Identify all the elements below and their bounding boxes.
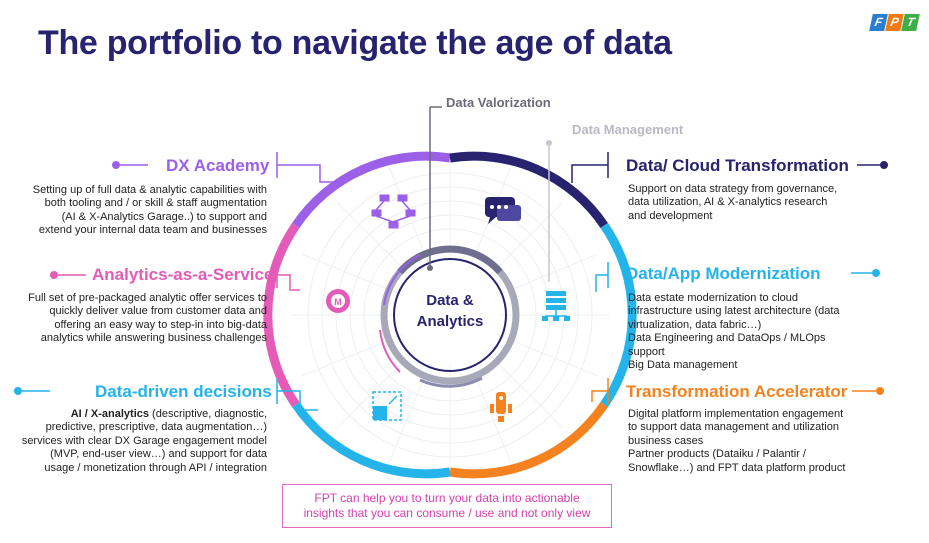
data-cloud-title: Data/ Cloud Transformation <box>626 156 849 175</box>
desc-line: offering an easy way to step-in into big… <box>54 318 267 331</box>
desc-line: (MVP, end-user view…) and support for da… <box>50 448 267 461</box>
desc-line: data utilization, AI & X-analytics resea… <box>628 196 828 209</box>
desc-line: virtualization, data fabric…) <box>628 318 762 331</box>
desc-line: Full set of pre-packaged analytic offer … <box>28 292 267 304</box>
ring-segment-dx-academy <box>292 151 451 229</box>
desc-line: Big Data management <box>628 359 738 372</box>
dx-academy-desc: Setting up of full data & analytic capab… <box>0 184 267 238</box>
ring-segment-data-cloud <box>449 151 608 229</box>
desc-line: to support data management and utilizati… <box>628 421 839 434</box>
data-driven-desc: AI / X-analytics (descriptive, diagnosti… <box>0 408 267 475</box>
data-valorization-label: Data Valorization <box>446 95 551 110</box>
desc-bold: AI / X-analytics <box>70 408 149 420</box>
desc-line: Data estate modernization to cloud <box>628 292 798 304</box>
desc-line: and development <box>628 209 713 222</box>
desc-line: Setting up of full data & analytic capab… <box>32 184 267 196</box>
page-title: The portfolio to navigate the age of dat… <box>38 24 672 62</box>
desc-line: business cases <box>628 434 704 447</box>
center-line-1: Data & <box>426 292 474 309</box>
center-line-2: Analytics <box>416 313 484 330</box>
ring-segment-analytics-service <box>263 222 300 408</box>
callout-line-1: FPT can help you to turn your data into … <box>314 491 580 505</box>
callout-line-2: insights that you can consume / use and … <box>303 506 591 520</box>
fpt-callout-box: FPT can help you to turn your data into … <box>282 484 612 528</box>
desc-line: Snowflake…) and FPT data platform produc… <box>628 461 846 474</box>
server-icon <box>542 291 570 321</box>
desc-line: services with clear DX Garage engagement… <box>21 434 267 447</box>
analytics-service-desc: Full set of pre-packaged analytic offer … <box>0 292 267 346</box>
data-management-label: Data Management <box>572 122 684 137</box>
desc-line: Digital platform implementation engageme… <box>628 408 844 420</box>
accelerator-title: Transformation Accelerator <box>626 382 848 401</box>
workflow-icon <box>371 194 416 229</box>
desc-first: (descriptive, diagnostic, <box>149 408 267 420</box>
data-driven-title: Data-driven decisions <box>95 382 272 401</box>
data-cloud-desc: Support on data strategy from governance… <box>628 183 918 223</box>
desc-line: support <box>628 345 665 358</box>
desc-line: infrastructure using latest architecture… <box>628 305 840 318</box>
desc-line: predictive, prescriptive, data augmentat… <box>45 421 267 434</box>
desc-line: extend your internal data team and busin… <box>38 224 267 237</box>
desc-line: Support on data strategy from governance… <box>628 183 838 195</box>
svg-text:M: M <box>334 297 342 307</box>
accelerator-desc: Digital platform implementation engageme… <box>628 408 918 475</box>
gear-icon: M <box>326 289 350 313</box>
analytics-service-title: Analytics-as-a-Service <box>92 265 274 284</box>
desc-line-first: AI / X-analytics (descriptive, diagnosti… <box>0 408 267 421</box>
resize-icon <box>372 391 402 421</box>
desc-line: Data Engineering and DataOps / MLOps <box>628 332 826 345</box>
app-modernization-desc: Data estate modernization to cloud infra… <box>628 292 918 372</box>
desc-line: analytics while answering business chall… <box>40 332 267 345</box>
dx-academy-title: DX Academy <box>166 156 270 175</box>
rocket-icon <box>490 392 512 422</box>
desc-line: (AI & X-Analytics Garage..) to support a… <box>61 210 267 223</box>
ring-segment-app-modernization <box>600 222 637 408</box>
center-label: Data & Analytics <box>400 290 500 332</box>
desc-line: Partner products (Dataiku / Palantir / <box>628 448 806 461</box>
desc-line: usage / monetization through API / integ… <box>44 461 267 474</box>
app-modernization-title: Data/App Modernization <box>626 264 821 283</box>
chat-icon <box>485 197 521 224</box>
desc-line: quickly deliver value from customer data… <box>49 305 267 318</box>
ring-segment-accelerator <box>449 401 608 479</box>
desc-line: both tooling and / or skill & staff augm… <box>44 197 267 210</box>
ring-segment-data-driven <box>292 401 451 479</box>
